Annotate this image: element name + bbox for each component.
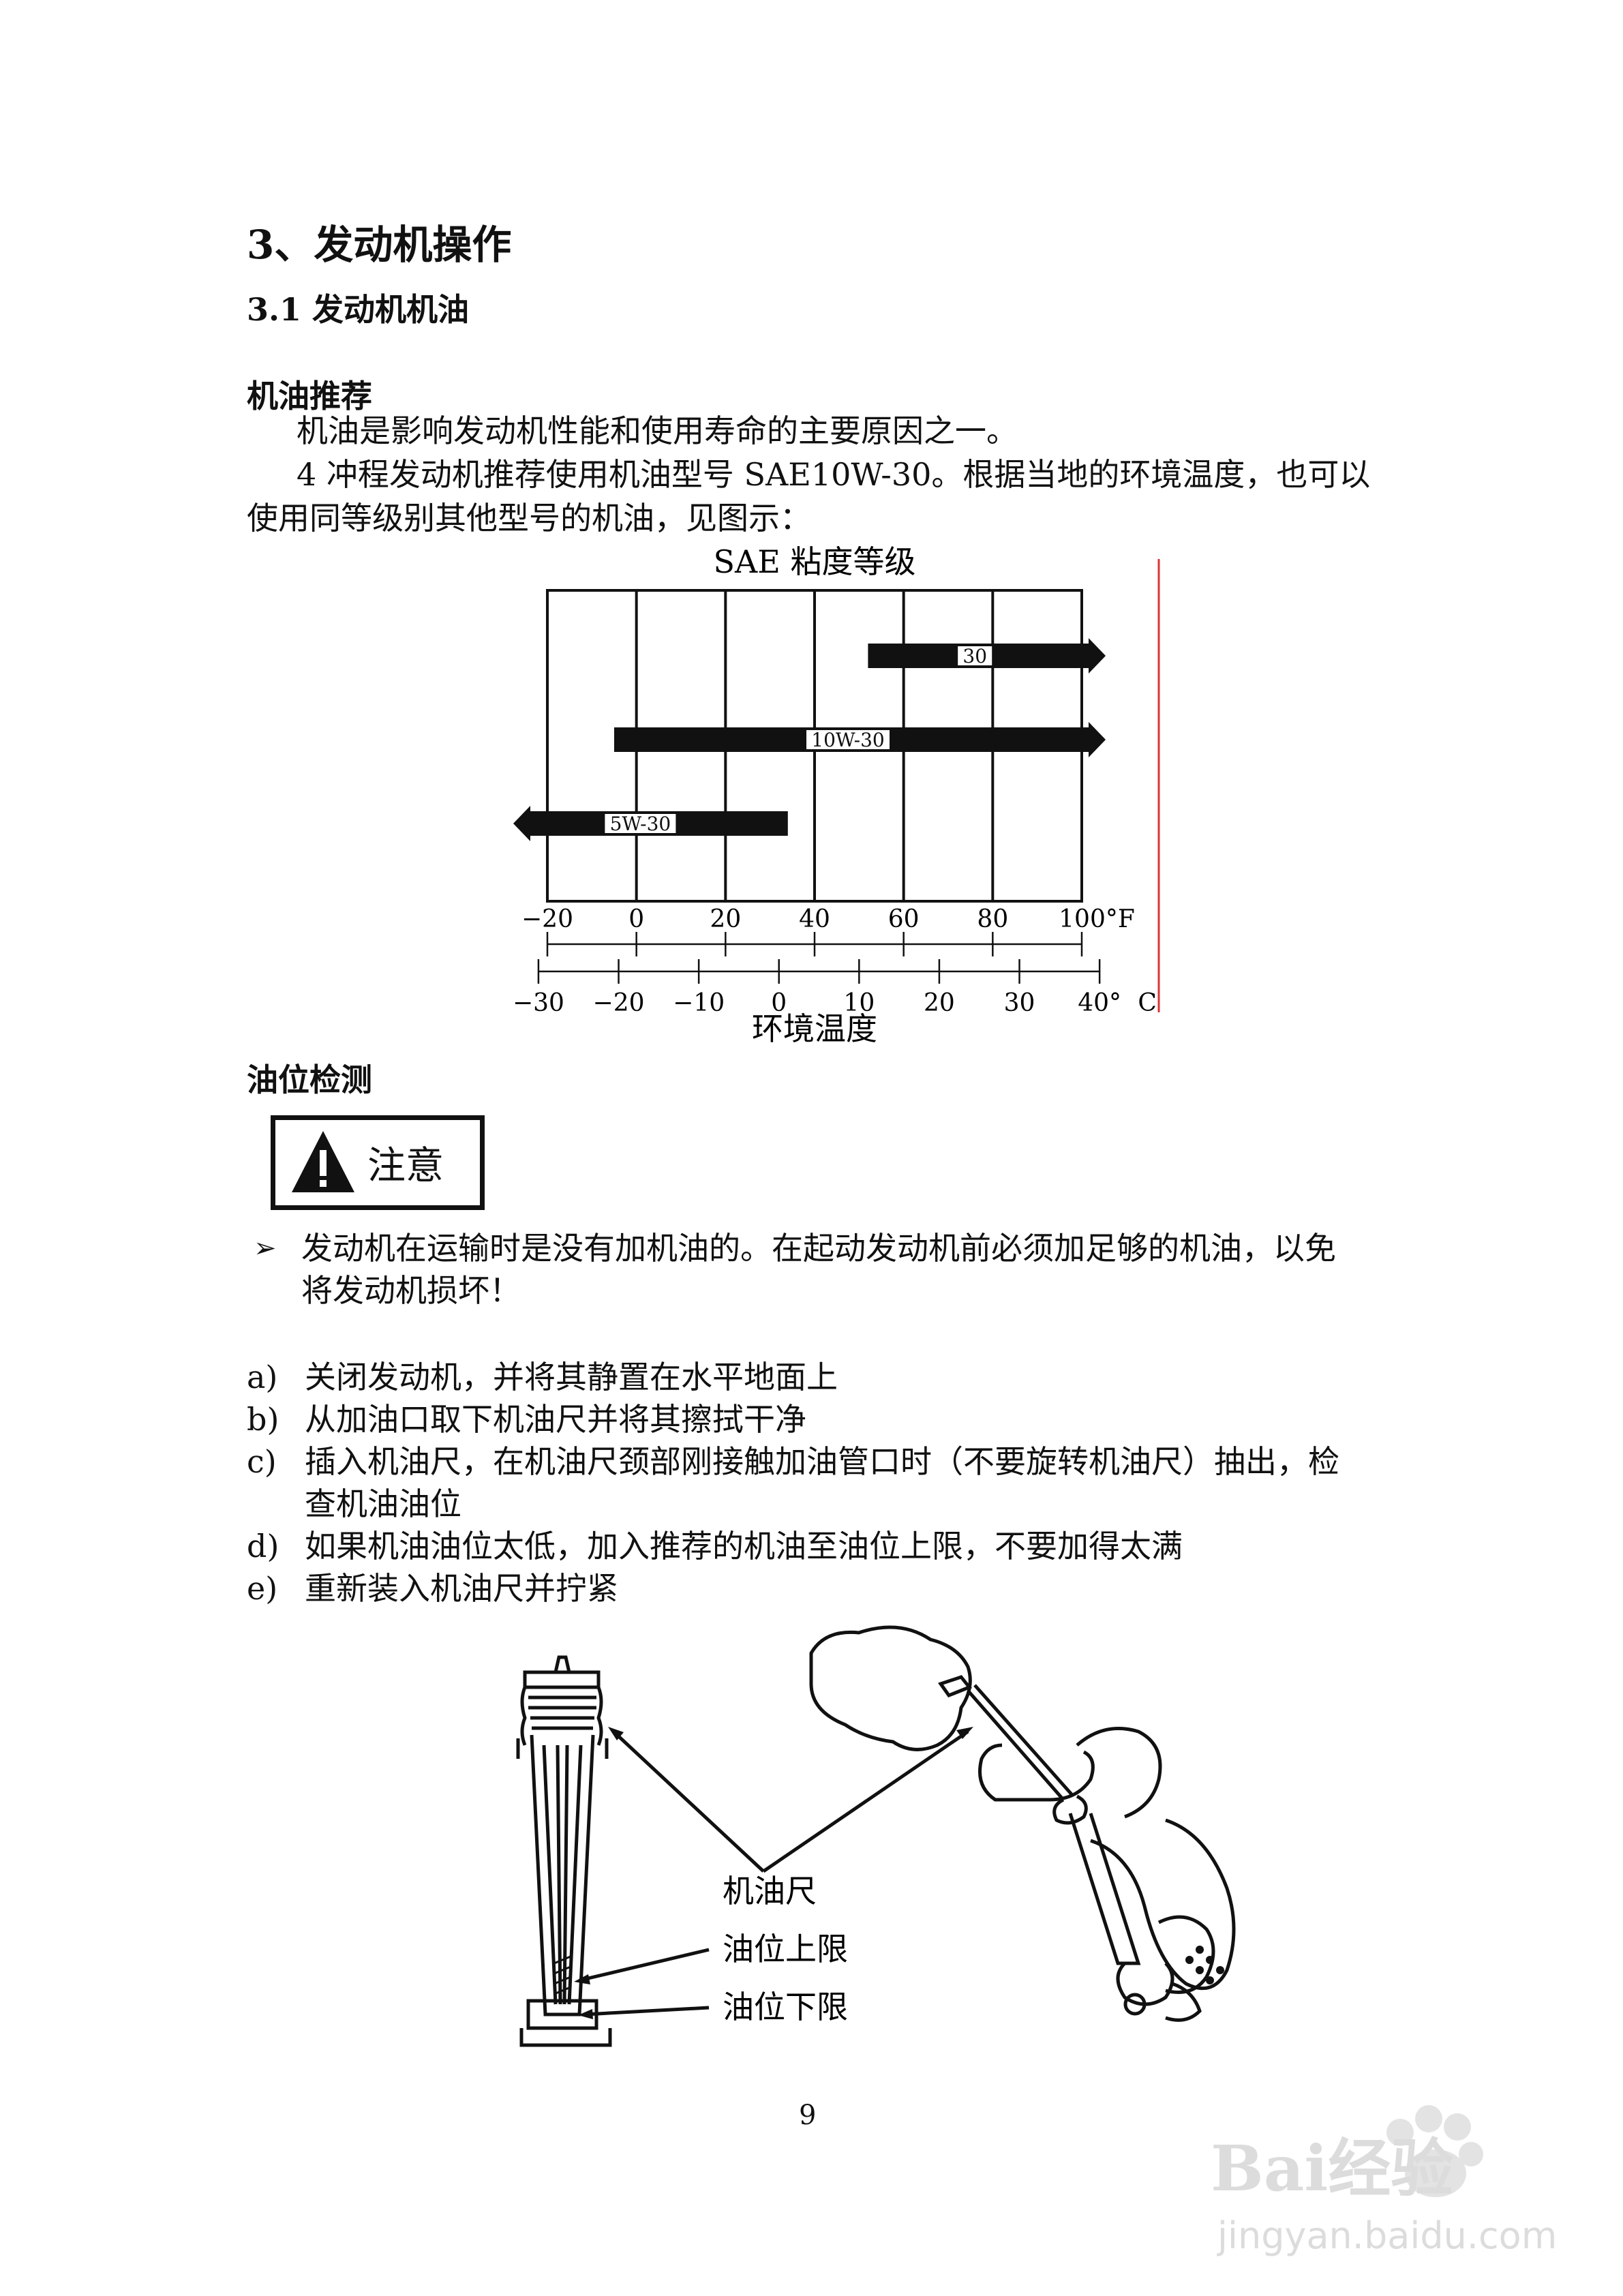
c-tick-label: −10	[673, 989, 725, 1017]
step-label: b)	[247, 1401, 279, 1438]
baidu-watermark: Bai经验 jingyan.baidu.com	[1211, 2105, 1557, 2257]
label-dipstick: 机油尺	[723, 1873, 817, 1909]
paragraph-2-line-1: 4 冲程发动机推荐使用机油型号 SAE10W-30。根据当地的环境温度，也可以	[297, 456, 1371, 493]
hatch-lines	[553, 1955, 571, 1995]
step-text: 重新装入机油尺并拧紧	[305, 1570, 618, 1607]
step-c-continuation: 查机油油位	[305, 1485, 461, 1522]
c-tick-label: 0	[771, 989, 787, 1017]
dipstick-drawing	[516, 1655, 612, 2047]
c-tick-label: 10	[843, 989, 875, 1017]
bullet-line-2: 将发动机损坏！	[301, 1272, 521, 1309]
page-number: 9	[799, 2100, 817, 2131]
step-label: d)	[247, 1528, 279, 1565]
step-label: c)	[247, 1443, 277, 1480]
c-tick-label: −20	[593, 989, 645, 1017]
warning-icon	[292, 1131, 354, 1192]
callout-lines	[579, 1729, 969, 2016]
c-unit-label: C	[1138, 989, 1157, 1017]
bar-label-box	[806, 730, 890, 749]
caution-box: 注意	[271, 1115, 485, 1210]
subheading-oil-recommendation: 机油推荐	[247, 378, 372, 414]
chart-title: SAE 粘度等级	[714, 543, 916, 580]
f-tick-label: −20	[521, 905, 573, 933]
bar-label: 5W-30	[610, 813, 671, 835]
label-upper-limit: 油位上限	[723, 1931, 848, 1967]
f-tick-label: 80	[977, 905, 1008, 933]
f-tick-label: 20	[710, 905, 741, 933]
chart-xlabel: 环境温度	[752, 1010, 877, 1047]
step-label: a)	[247, 1359, 278, 1395]
step-text: 关闭发动机，并将其静置在水平地面上	[305, 1359, 838, 1395]
c-tick-label: 20	[924, 989, 955, 1017]
engine-detail-dots	[1185, 1946, 1224, 1984]
step-text: 插入机油尺，在机油尺颈部刚接触加油管口时（不要旋转机油尺）抽出，检	[305, 1443, 1339, 1480]
bullet-line-1: 发动机在运输时是没有加机油的。在起动发动机前必须加足够的机油，以免	[301, 1230, 1336, 1267]
label-lower-limit: 油位下限	[723, 1989, 848, 2025]
c-tick-label: 40°	[1078, 989, 1121, 1017]
bar-label-box	[605, 814, 676, 833]
watermark-brand: Bai经验	[1211, 2132, 1453, 2205]
bar-label-box	[958, 646, 992, 665]
f-tick-label: 100°F	[1059, 905, 1135, 933]
engine-hand-sketch	[809, 1625, 1236, 2022]
f-tick-label: 40	[799, 905, 830, 933]
chart-bars: 30 10W-30 5W-30	[513, 638, 1106, 841]
bullet-arrow-icon: ➢	[254, 1233, 277, 1264]
watermark-url: jingyan.baidu.com	[1217, 2214, 1557, 2257]
step-label: e)	[247, 1570, 278, 1607]
chart-axis: −20 0 20 40 60 80 100°F −30 −20 −10 0 10 20 30 40° C	[513, 905, 1157, 1017]
step-text: 如果机油油位太低，加入推荐的机油至油位上限，不要加得太满	[305, 1528, 1183, 1565]
paragraph-2-line-2: 使用同等级别其他型号的机油，见图示：	[247, 500, 811, 537]
step-text: 从加油口取下机油尺并将其擦拭干净	[305, 1401, 806, 1438]
section-heading: 3.1 发动机机油	[247, 291, 470, 328]
bar-label: 30	[962, 645, 987, 667]
c-tick-label: 30	[1004, 989, 1035, 1017]
callout-arrowheads	[574, 1727, 973, 2019]
caution-label: 注意	[367, 1144, 444, 1188]
f-tick-label: 60	[888, 905, 920, 933]
bar-label: 10W-30	[811, 729, 884, 751]
chapter-heading: 3、发动机操作	[247, 222, 512, 268]
paragraph-1: 机油是影响发动机性能和使用寿命的主要原因之一。	[297, 412, 1018, 449]
f-tick-label: 0	[628, 905, 644, 933]
subheading-oil-level-check: 油位检测	[247, 1061, 372, 1098]
c-tick-label: −30	[513, 989, 564, 1017]
